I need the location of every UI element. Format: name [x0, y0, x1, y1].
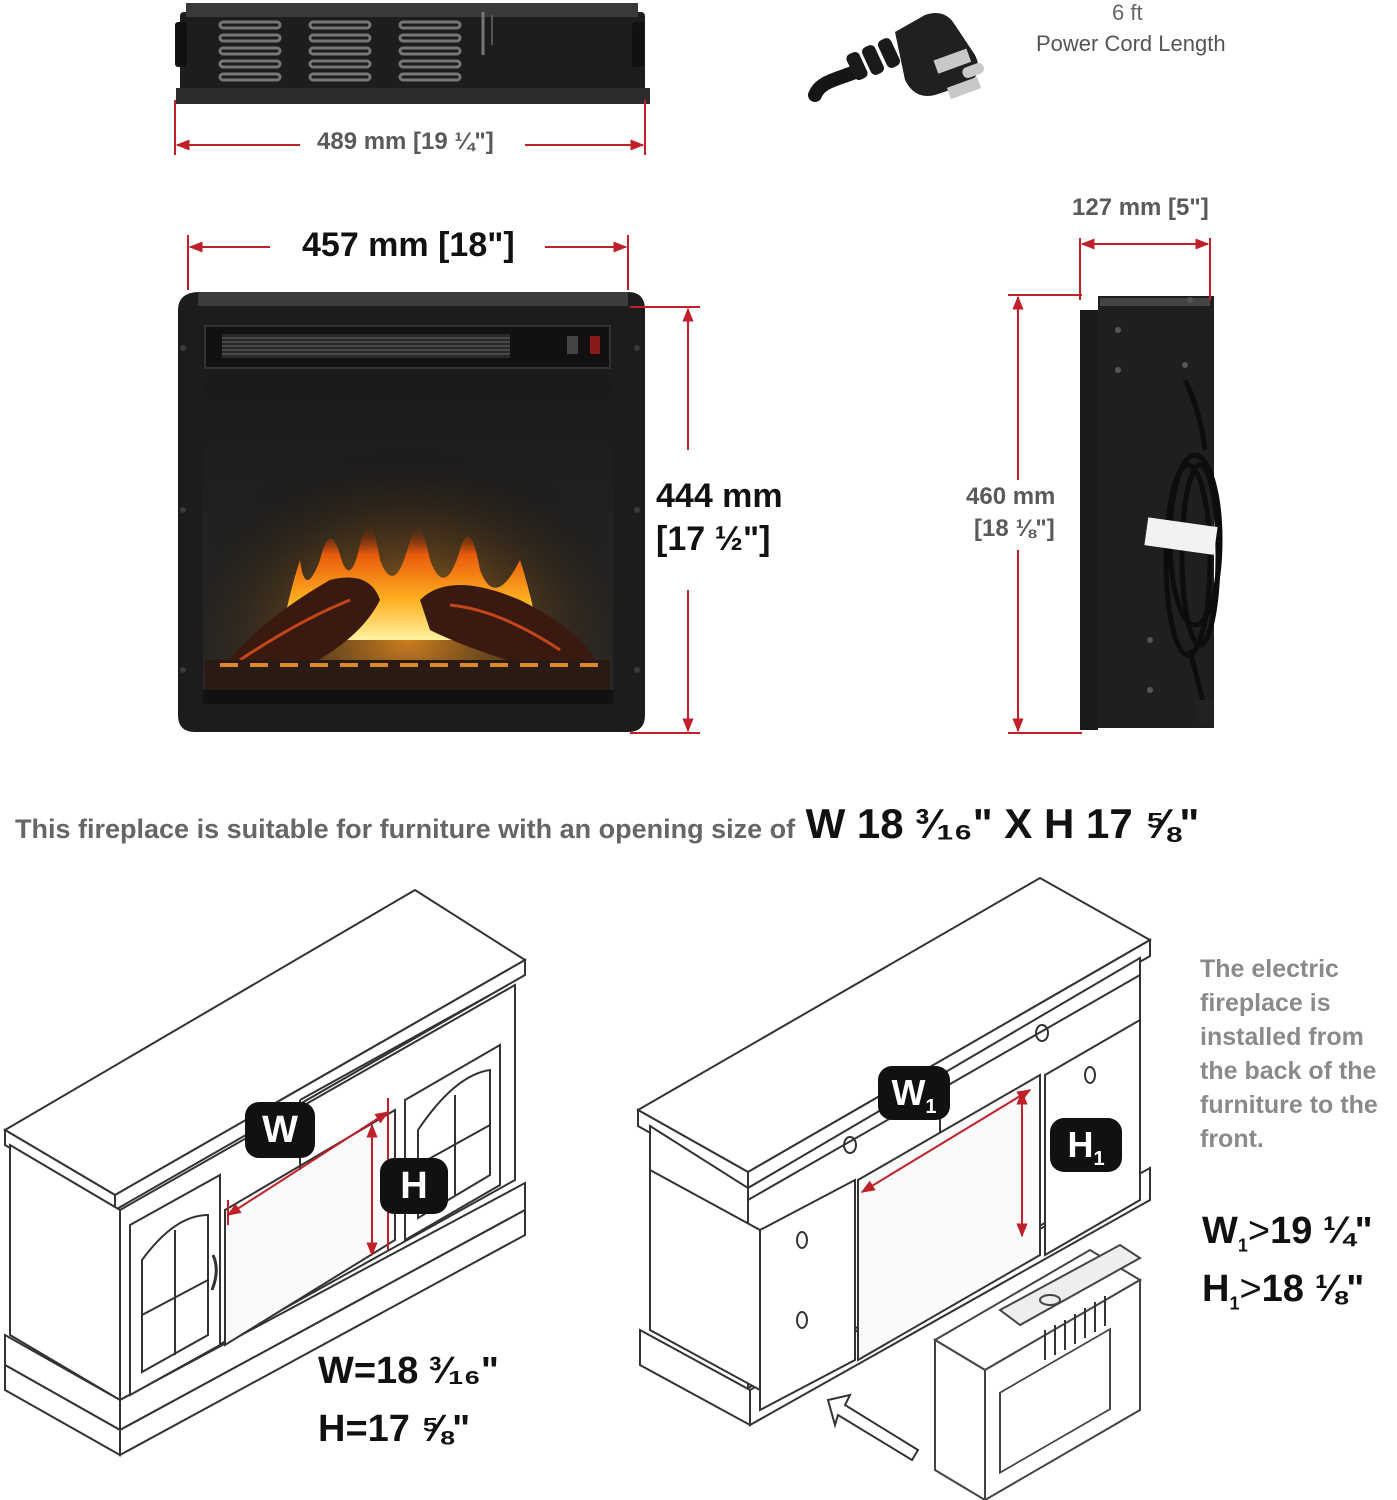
- side-view-illustration: [1080, 296, 1223, 730]
- front-fireplace-illustration: [178, 292, 645, 732]
- opening-note-text: This fireplace is suitable for furniture…: [15, 814, 796, 844]
- install-note: The electric fireplace is installed from…: [1200, 952, 1378, 1156]
- front-height-label-in: [17 ½"]: [656, 520, 771, 558]
- left-h-value: H=17 ⅝": [318, 1408, 471, 1450]
- left-w-badge-text: W: [262, 1109, 298, 1151]
- right-w-badge-sub: 1: [925, 1096, 937, 1119]
- right-w-badge: W1: [878, 1066, 950, 1120]
- right-w-req-sub: 1: [1237, 1235, 1248, 1256]
- front-width-label: 457 mm [18"]: [302, 226, 515, 264]
- right-h-badge-sub: 1: [1093, 1148, 1105, 1171]
- right-w-badge-text: W: [891, 1072, 926, 1113]
- vent-slots-3: [398, 20, 462, 82]
- right-w-dimension: [860, 1089, 1032, 1193]
- greater-than-icon: >: [1247, 1210, 1271, 1252]
- front-height-label-mm: 444 mm: [656, 477, 783, 515]
- power-cord-length-value: 6 ft: [1112, 0, 1143, 25]
- right-h-badge-text: H: [1067, 1124, 1094, 1165]
- vent-slots-2: [308, 20, 372, 82]
- side-height-label-mm: 460 mm: [966, 483, 1056, 510]
- push-arrow: [826, 1393, 920, 1462]
- vent-slots-1: [218, 20, 282, 82]
- left-w-badge: W: [245, 1102, 315, 1158]
- side-depth-dimension: [1079, 238, 1211, 300]
- greater-than-icon: >: [1239, 1268, 1262, 1310]
- top-width-label: 489 mm [19 ¼"]: [317, 128, 494, 155]
- right-w-req-letter: W: [1202, 1210, 1238, 1252]
- power-cord-length-label: Power Cord Length: [1036, 31, 1226, 56]
- power-cord-illustration: [808, 12, 984, 102]
- side-height-label-in: [18 ⅛"]: [974, 515, 1055, 542]
- install-note-line: furniture to the: [1200, 1091, 1378, 1119]
- opening-note-size: W 18 ³⁄₁₆" X H 17 ⅝": [805, 800, 1200, 847]
- right-h-req-letter: H: [1202, 1268, 1230, 1310]
- install-note-line: installed from: [1200, 1023, 1364, 1051]
- right-h-requirement: H1>18 ⅛": [1202, 1268, 1364, 1315]
- side-height-dimension: [1008, 294, 1082, 734]
- right-h-req-value: 18 ⅛": [1261, 1268, 1365, 1310]
- right-h-req-sub: 1: [1229, 1293, 1240, 1314]
- right-w-req-value: 19 ¼": [1270, 1210, 1373, 1252]
- left-h-badge: H: [380, 1158, 448, 1214]
- insert-illustration: [933, 1243, 1142, 1500]
- front-width-dimension: [187, 235, 629, 290]
- left-w-value: W=18 ³⁄₁₆": [318, 1350, 499, 1392]
- install-note-line: The electric: [1200, 955, 1339, 983]
- top-width-dimension: [174, 100, 646, 155]
- right-furniture-illustration: [635, 876, 1153, 1427]
- top-unit-illustration: [175, 3, 650, 104]
- install-note-line: the back of the: [1200, 1057, 1377, 1085]
- install-note-line: fireplace is: [1200, 989, 1331, 1017]
- install-note-line: front.: [1200, 1125, 1264, 1153]
- right-h-badge: H1: [1050, 1118, 1122, 1172]
- front-height-dimension: [630, 306, 700, 734]
- right-w-requirement: W1>19 ¼": [1202, 1210, 1373, 1257]
- left-w-dimension: [226, 1111, 390, 1225]
- opening-note: This fireplace is suitable for furniture…: [15, 800, 1390, 848]
- left-h-badge-text: H: [400, 1165, 428, 1207]
- side-depth-label: 127 mm [5"]: [1072, 194, 1209, 221]
